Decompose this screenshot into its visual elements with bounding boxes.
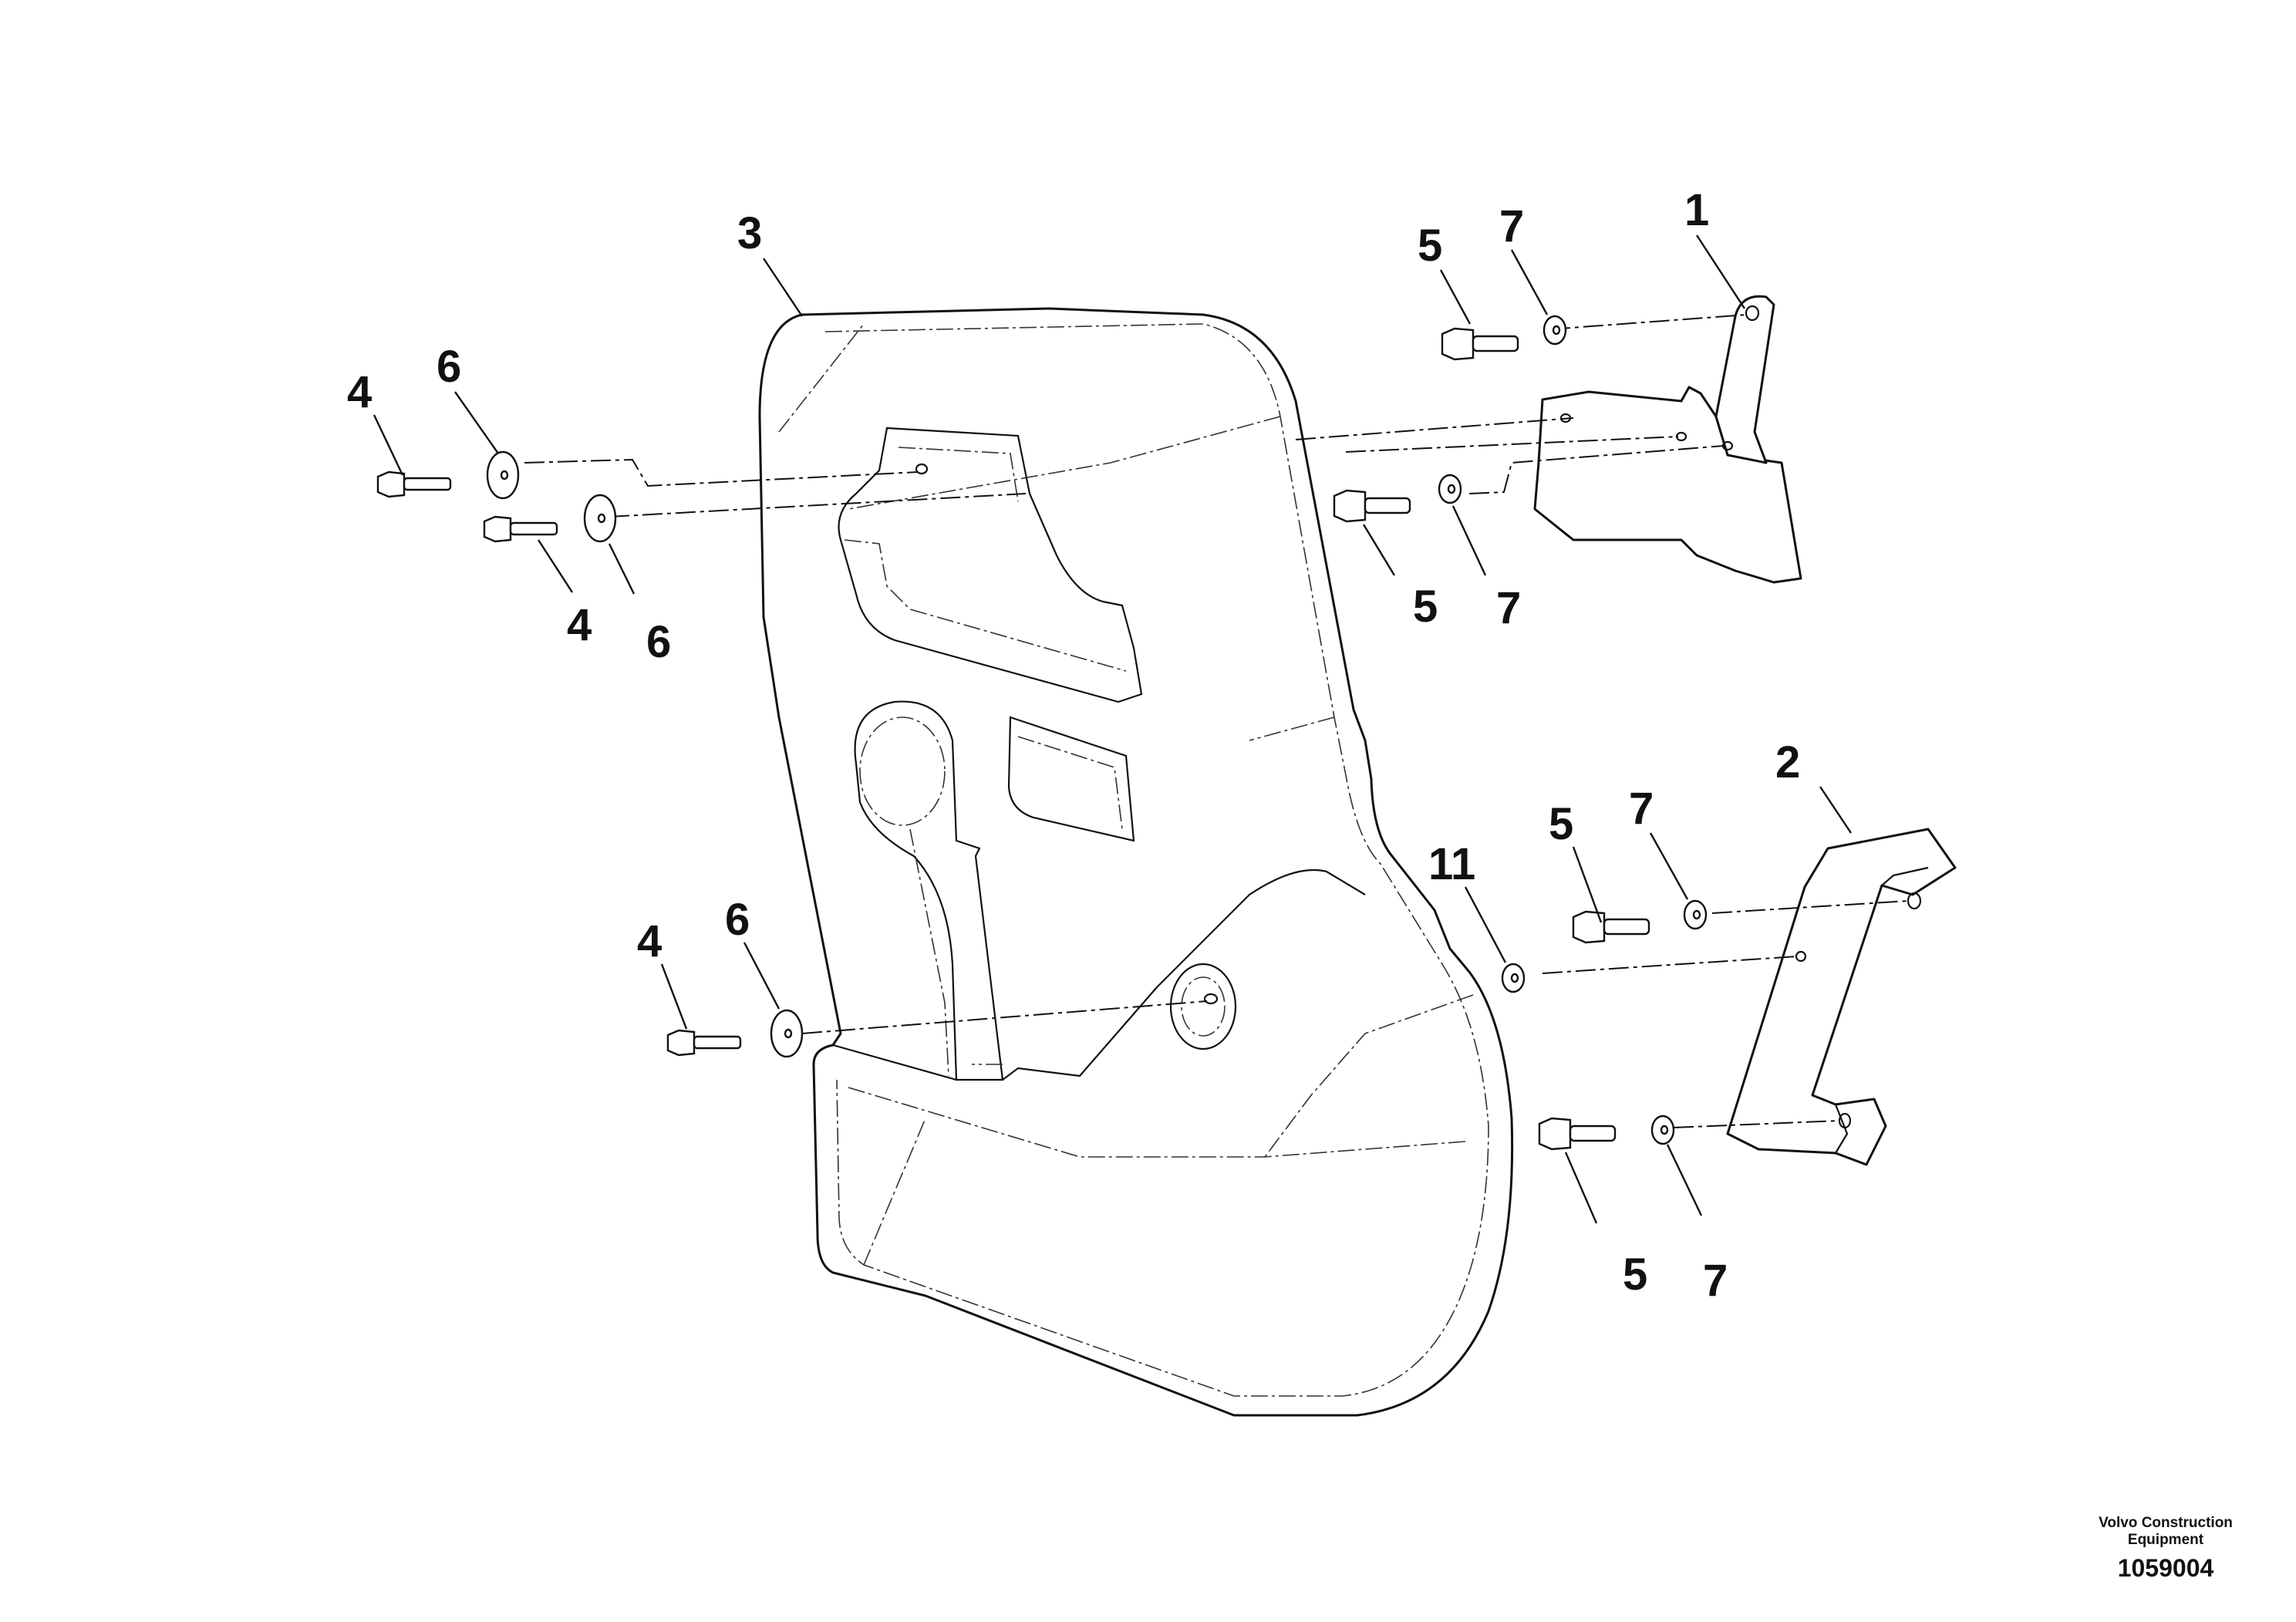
leader-lines	[373, 234, 1852, 1224]
callout-6-middle: 6	[646, 617, 671, 667]
callout-7-upper-middle: 7	[1496, 583, 1521, 633]
callout-7-top: 7	[1499, 201, 1524, 251]
callout-3: 3	[737, 208, 762, 258]
callout-11: 11	[1428, 839, 1475, 889]
counterweight-part-3	[758, 307, 1514, 1417]
callout-7-lower-middle: 7	[1629, 784, 1654, 834]
callout-5-top: 5	[1418, 221, 1442, 271]
brand-line-1: Volvo Construction	[2099, 1515, 2233, 1531]
callout-5-lower-middle: 5	[1549, 799, 1573, 849]
callout-6-lower: 6	[725, 895, 750, 945]
document-number: 1059004	[2118, 1554, 2214, 1582]
bolt-4-lower-icon	[666, 1029, 742, 1057]
washer-7-bottom-icon	[1650, 1114, 1675, 1145]
bolt-5-bottom-icon	[1538, 1117, 1617, 1151]
bolt-5-upper-middle-icon	[1333, 489, 1411, 523]
washer-7-upper-middle-icon	[1438, 474, 1462, 504]
washer-6-lower-icon	[770, 1009, 804, 1058]
callout-5-upper-middle: 5	[1413, 582, 1438, 632]
callout-4-middle: 4	[567, 600, 592, 650]
washer-6-middle-icon	[583, 494, 617, 543]
bolt-5-lower-middle-icon	[1572, 910, 1650, 944]
bracket-part-1	[1533, 295, 1802, 584]
callout-6-upper: 6	[437, 342, 461, 392]
bracket-part-2	[1726, 828, 1957, 1166]
callout-1: 1	[1684, 185, 1709, 235]
bolt-5-top-icon	[1441, 327, 1519, 361]
washer-6-upper-icon	[486, 450, 520, 500]
washer-7-top-icon	[1542, 315, 1567, 346]
callout-4-upper: 4	[347, 367, 372, 417]
assembly-axes	[524, 314, 1910, 1128]
brand-line-2: Equipment	[2128, 1532, 2204, 1548]
washer-7-lower-middle-icon	[1683, 899, 1708, 930]
callout-4-lower: 4	[637, 916, 662, 966]
callout-2: 2	[1775, 737, 1800, 787]
bolt-4-upper-icon	[376, 470, 452, 498]
callout-5-bottom: 5	[1623, 1249, 1647, 1300]
bolt-4-middle-icon	[483, 515, 558, 543]
callout-7-bottom: 7	[1703, 1256, 1728, 1306]
washer-11-icon	[1501, 963, 1526, 993]
